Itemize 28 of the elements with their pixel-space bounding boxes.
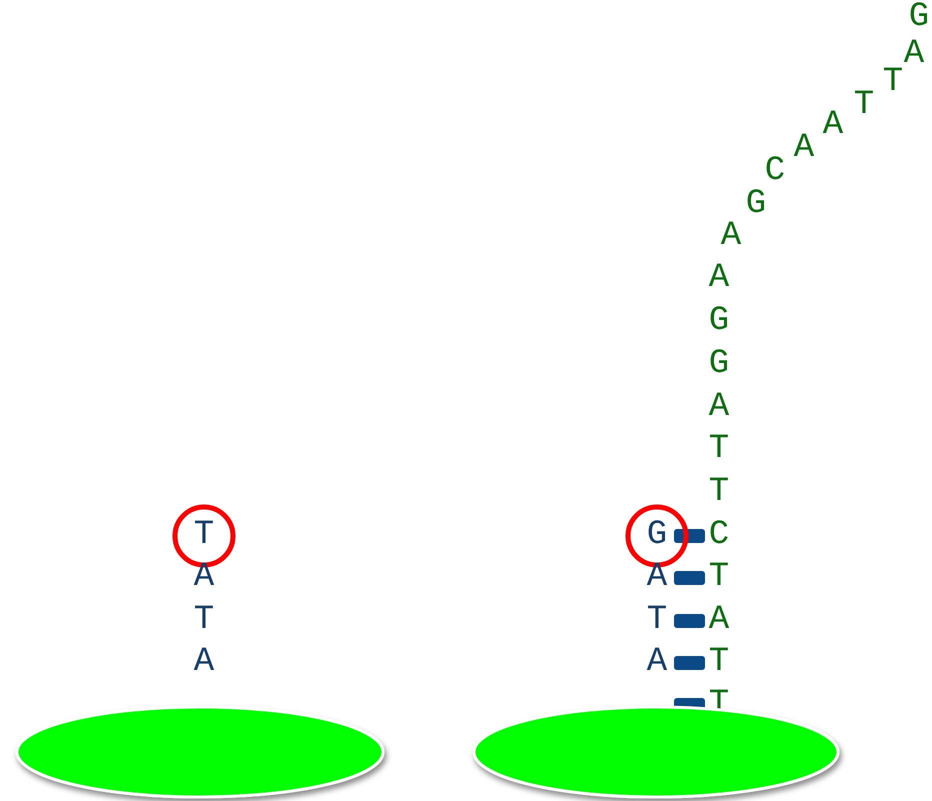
- base-letter: T: [192, 602, 216, 638]
- base-letter: G: [646, 517, 668, 553]
- base-letter: T: [882, 64, 904, 100]
- base-letter: T: [708, 644, 730, 680]
- bead-ellipse: [16, 706, 384, 798]
- base-letter: G: [708, 346, 730, 382]
- base-letter: T: [708, 431, 730, 467]
- base-letter: A: [708, 389, 730, 425]
- base-letter: A: [192, 559, 216, 595]
- base-letter: C: [764, 153, 786, 189]
- base-letter: A: [720, 218, 742, 254]
- base-letter: G: [708, 303, 730, 339]
- base-letter: A: [708, 602, 730, 638]
- base-letter: T: [708, 559, 730, 595]
- base-letter: A: [822, 107, 844, 143]
- base-letter: T: [646, 602, 668, 638]
- base-letter: T: [852, 87, 876, 123]
- base-letter: A: [708, 260, 730, 296]
- base-letter: A: [902, 36, 926, 72]
- base-letter: G: [908, 0, 930, 35]
- base-letter: A: [792, 130, 816, 166]
- base-letter: A: [192, 644, 216, 680]
- base-letter: C: [708, 517, 730, 553]
- base-letter: A: [646, 559, 668, 595]
- base-letter: G: [744, 186, 768, 222]
- base-letter: T: [192, 517, 216, 553]
- base-letter: A: [646, 644, 668, 680]
- base-letter: T: [708, 474, 730, 510]
